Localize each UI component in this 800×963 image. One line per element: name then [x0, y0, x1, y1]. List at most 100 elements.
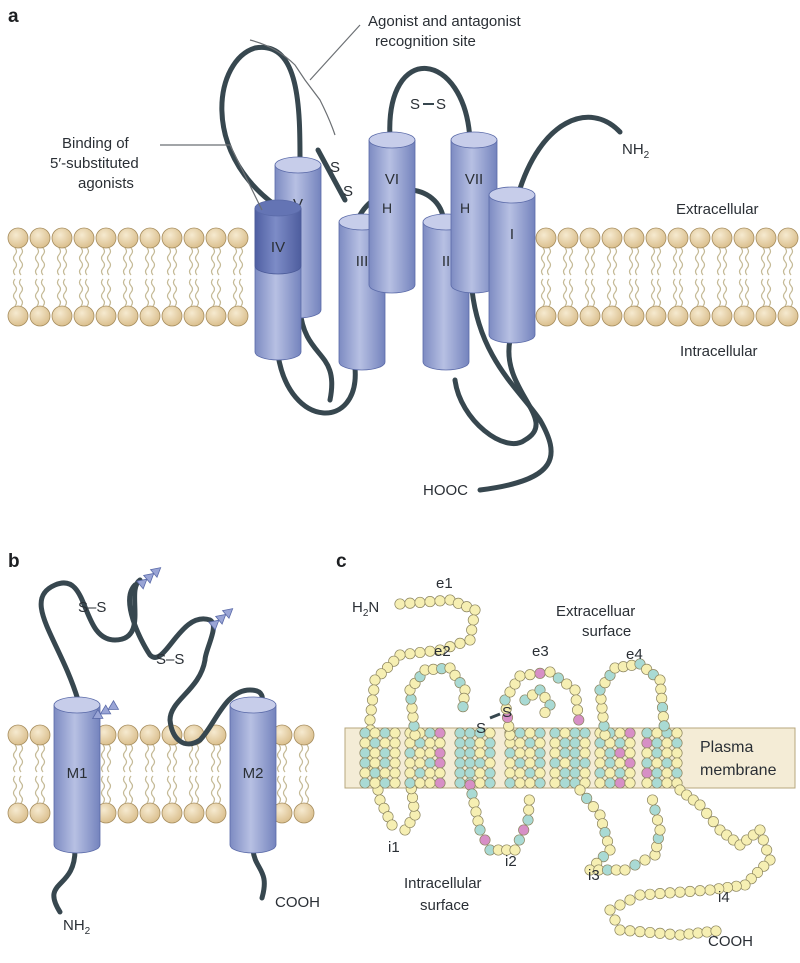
amino-acid-residue	[754, 824, 766, 836]
helix-vi: VI	[368, 131, 416, 294]
lipid-tail	[144, 775, 150, 804]
amino-acid-residue	[671, 747, 683, 759]
amino-acid-residue	[466, 788, 478, 800]
amino-acid-residue	[624, 894, 636, 906]
amino-acid-residue	[579, 747, 591, 759]
amino-acid-residue	[454, 637, 466, 649]
lipid-tail	[62, 247, 68, 276]
lipid-head	[7, 802, 29, 824]
lipid-tail	[12, 247, 18, 276]
intracellular-surface-label-1: Intracellular	[404, 875, 482, 892]
amino-acid-residue	[518, 824, 530, 836]
amino-acid-residue	[359, 727, 371, 739]
amino-acid-residue	[524, 767, 536, 779]
lipid-tail	[210, 775, 216, 804]
glycan-marker	[208, 608, 234, 631]
amino-acid-residue	[549, 777, 561, 789]
amino-acid-residue	[644, 926, 656, 939]
amino-acid-residue	[454, 777, 466, 789]
lipid-head	[183, 227, 205, 249]
lipid-tail	[18, 278, 24, 307]
amino-acid-residue	[474, 757, 486, 769]
amino-acid-residue	[514, 670, 526, 682]
lipid-tail	[172, 278, 178, 307]
lipid-tail	[782, 278, 788, 307]
lipid-head	[183, 305, 205, 327]
amino-acid-residue	[624, 747, 636, 759]
amino-acid-residue	[499, 694, 511, 706]
lipid-tail	[238, 247, 244, 276]
amino-acid-residue	[646, 794, 659, 806]
amino-acid-residue	[359, 747, 371, 759]
lipid-head	[7, 305, 29, 327]
helix-m2: M2	[229, 696, 277, 854]
lipid-tail	[210, 247, 216, 276]
lipid-tail	[56, 247, 62, 276]
helix-i-body	[488, 195, 536, 344]
lipid-tail	[150, 247, 156, 276]
amino-acid-residue	[624, 737, 636, 749]
amino-acid-residue	[394, 598, 406, 610]
amino-acid-residue	[414, 596, 426, 608]
amino-acid-residue	[470, 806, 482, 818]
lipid-tail	[40, 775, 46, 804]
amino-acid-residue	[559, 737, 571, 749]
lipid-tail	[634, 247, 640, 276]
amino-acid-residue	[587, 801, 599, 813]
amino-acid-residue	[414, 767, 426, 779]
lipid-tail	[760, 278, 766, 307]
loop-label-i3: i3	[588, 867, 600, 884]
lipid-head	[117, 305, 139, 327]
lipid-tail	[760, 247, 766, 276]
amino-acid-residue	[649, 804, 661, 816]
lipid-tail	[584, 247, 590, 276]
amino-acid-residue	[664, 928, 676, 940]
disulfide-c-s1: S	[476, 720, 486, 737]
lipid-tail	[128, 247, 134, 276]
amino-acid-residue	[604, 844, 616, 856]
amino-acid-residue	[414, 646, 426, 659]
lipid-tail	[34, 278, 40, 307]
lipid-head	[7, 227, 29, 249]
lipid-tail	[700, 247, 706, 276]
amino-acid-residue	[464, 634, 476, 646]
glycan-triangle	[91, 708, 104, 719]
lipid-tail	[716, 247, 722, 276]
lipid-tail	[232, 278, 238, 307]
amino-acid-residue	[414, 747, 426, 759]
amino-acid-residue	[366, 694, 379, 706]
amino-acid-residue	[641, 737, 653, 749]
disulfide-c-s2: S	[502, 704, 512, 721]
amino-acid-residue	[434, 777, 446, 789]
lipid-tail	[546, 247, 552, 276]
amino-acid-residue	[365, 704, 377, 716]
amino-acid-residue	[559, 757, 571, 769]
lipid-tail	[716, 278, 722, 307]
lipid-tail	[216, 278, 222, 307]
amino-acid-residue	[389, 757, 401, 769]
lipid-tail	[612, 247, 618, 276]
amino-acid-residue	[464, 737, 476, 749]
lipid-tail	[298, 744, 304, 773]
lipid-head	[117, 802, 139, 824]
disulfide-s2: S	[343, 183, 353, 200]
lipid-head	[535, 227, 557, 249]
amino-acid-residue	[757, 834, 769, 846]
amino-acid-residue	[379, 767, 391, 779]
lipid-tail	[78, 278, 84, 307]
lipid-tail	[100, 247, 106, 276]
amino-acid-residue	[634, 889, 646, 901]
lipid-tail	[188, 278, 194, 307]
amino-acid-residue	[534, 757, 546, 769]
amino-acid-residue	[523, 804, 535, 816]
amino-acid-residue	[513, 834, 525, 846]
amino-acid-residue	[614, 924, 626, 936]
amino-acid-residue	[414, 757, 426, 769]
lipid-tail	[210, 744, 216, 773]
lipid-tail	[150, 744, 156, 773]
disulfide-s4: S	[436, 96, 446, 113]
membrane-bilayer-b	[7, 724, 315, 824]
amino-acid-residue	[654, 824, 666, 836]
lipid-tail	[122, 278, 128, 307]
